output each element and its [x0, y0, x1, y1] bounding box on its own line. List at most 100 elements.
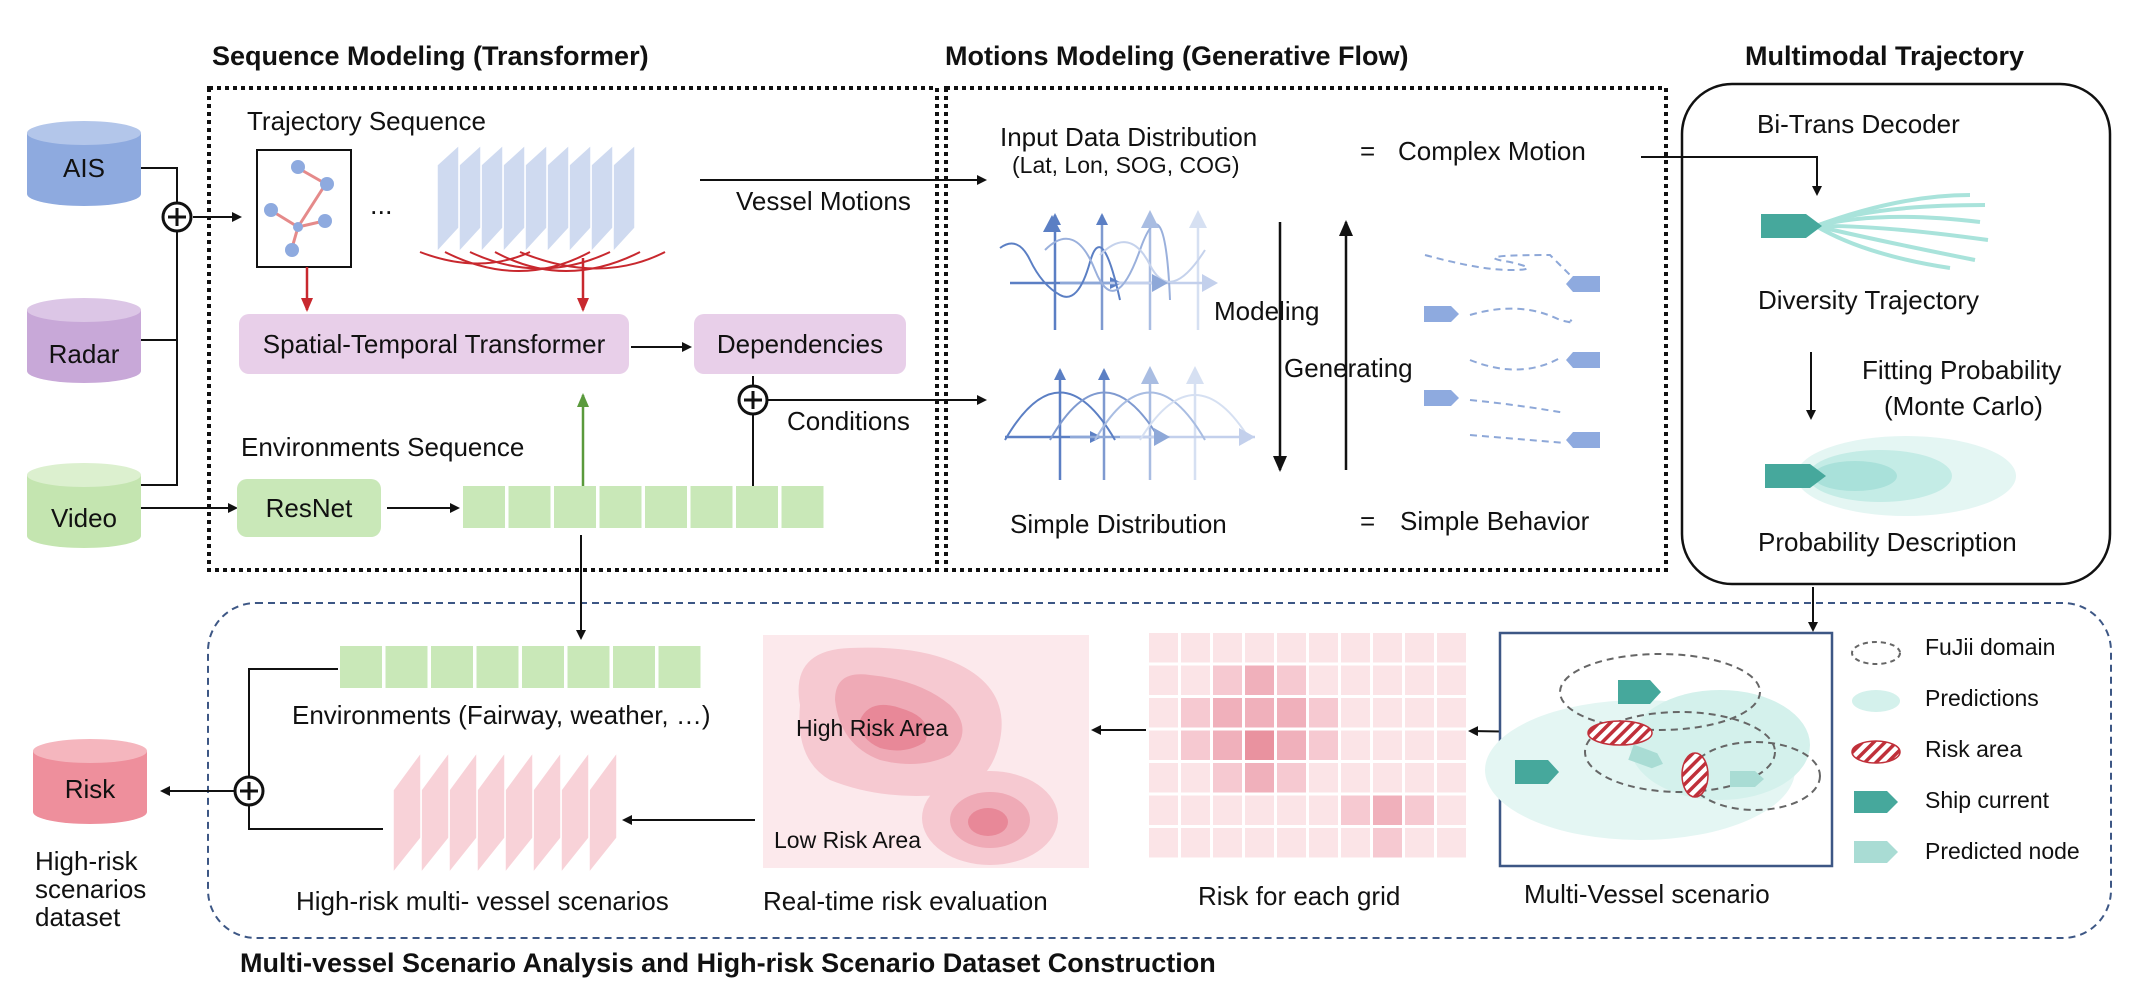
- env-feature-cell: [508, 486, 551, 528]
- risk-grid-cell: [1341, 665, 1370, 695]
- scenario-layer: [448, 749, 478, 876]
- risk-grid-cell: [1405, 763, 1434, 793]
- risk-grid-cell: [1437, 698, 1466, 728]
- env-cell: [476, 646, 519, 688]
- trajectory-layer-stack: [436, 143, 636, 254]
- risk-grid-cell: [1277, 795, 1306, 825]
- risk-grid-cell: [1213, 828, 1242, 858]
- trajectory-sequence-label: Trajectory Sequence: [247, 106, 486, 136]
- risk-grid-cell: [1309, 828, 1338, 858]
- risk-grid-cell: [1149, 633, 1178, 663]
- legend-item-predictions: Predictions: [1852, 685, 2039, 712]
- risk-grid-cell: [1309, 665, 1338, 695]
- fusion-plus-icon: [161, 201, 193, 233]
- risk-grid-cell: [1245, 665, 1274, 695]
- equals-top: =: [1360, 136, 1375, 166]
- scenario-layer: [504, 749, 534, 876]
- generating-label: Generating: [1284, 353, 1413, 383]
- modeling-label: Modeling: [1214, 296, 1320, 326]
- risk-grid-cell: [1437, 665, 1466, 695]
- trajectory-layer: [480, 143, 504, 254]
- risk-grid-cell: [1181, 698, 1210, 728]
- simple-distribution-label: Simple Distribution: [1010, 509, 1227, 539]
- risk-grid: [1149, 633, 1466, 858]
- legend-label-fujii: FuJii domain: [1925, 634, 2055, 660]
- trajectory-layer: [546, 143, 570, 254]
- risk-grid-cell: [1341, 633, 1370, 663]
- scenario-layer: [532, 749, 562, 876]
- risk-heatmap-panel: [763, 635, 1089, 868]
- env-feature-cell: [781, 486, 824, 528]
- section-title-motions: Motions Modeling (Generative Flow): [945, 41, 1409, 71]
- risk-grid-cell: [1373, 763, 1402, 793]
- env-feature-cell: [599, 486, 642, 528]
- legend-label-predictions: Predictions: [1925, 685, 2039, 711]
- section-title-sequence: Sequence Modeling (Transformer): [212, 41, 649, 71]
- risk-grid-cell: [1213, 763, 1242, 793]
- risk-grid-cell: [1181, 730, 1210, 760]
- risk-grid-cell: [1149, 828, 1178, 858]
- risk-grid-cell: [1277, 763, 1306, 793]
- risk-grid-cell: [1245, 763, 1274, 793]
- risk-grid-cell: [1213, 665, 1242, 695]
- risk-grid-cell: [1213, 698, 1242, 728]
- risk-grid-cell: [1341, 828, 1370, 858]
- high-risk-scenarios-label: High-risk multi- vessel scenarios: [296, 886, 669, 916]
- risk-grid-cell: [1437, 763, 1466, 793]
- risk-grid-cell: [1373, 795, 1402, 825]
- risk-grid-cell: [1277, 665, 1306, 695]
- scenario-analysis-panel: [207, 602, 2112, 939]
- combine-connectors: [160, 668, 383, 830]
- high-risk-scenario-layers: [392, 749, 618, 876]
- risk-grid-cell: [1181, 633, 1210, 663]
- environments-sequence-label: Environments Sequence: [241, 432, 524, 462]
- risk-grid-cell: [1245, 698, 1274, 728]
- risk-grid-cell: [1149, 730, 1178, 760]
- section-title-bottom: Multi-vessel Scenario Analysis and High-…: [240, 948, 1216, 978]
- source-connectors: [141, 167, 242, 513]
- risk-grid-cell: [1437, 828, 1466, 858]
- risk-grid-cell: [1309, 763, 1338, 793]
- complex-motion-tracks: [1424, 253, 1575, 444]
- risk-grid-cell: [1373, 665, 1402, 695]
- complex-motion-ship-icons: [1424, 276, 1600, 448]
- risk-grid-cell: [1277, 698, 1306, 728]
- multivessel-label: Multi-Vessel scenario: [1524, 879, 1770, 909]
- risk-grid-cell: [1213, 730, 1242, 760]
- risk-grid-cell: [1309, 730, 1338, 760]
- combine-plus-icon: [233, 775, 265, 807]
- risk-grid-cell: [1181, 795, 1210, 825]
- risk-grid-cell: [1405, 633, 1434, 663]
- legend-label-ship-current: Ship current: [1925, 787, 2050, 813]
- complex-distribution-plot: [999, 210, 1218, 330]
- input-dist-label: Input Data Distribution: [1000, 122, 1257, 152]
- risk-grid-cell: [1245, 828, 1274, 858]
- trajectory-graph-icon: [256, 149, 352, 268]
- risk-grid-cell: [1149, 763, 1178, 793]
- sequence-panel: [207, 86, 939, 572]
- conditions-label: Conditions: [787, 406, 910, 436]
- risk-grid-cell: [1181, 828, 1210, 858]
- trajectory-layer: [590, 143, 614, 254]
- realtime-label: Real-time risk evaluation: [763, 886, 1048, 916]
- complex-motion-label: Complex Motion: [1398, 136, 1586, 166]
- risk-grid-cell: [1149, 665, 1178, 695]
- risk-grid-cell: [1437, 633, 1466, 663]
- simple-distribution-plot: [1004, 366, 1255, 480]
- risk-grid-cell: [1277, 730, 1306, 760]
- environment-cells-bottom: [340, 646, 701, 688]
- fitting-label-line1: Fitting Probability: [1862, 355, 2061, 385]
- equals-bottom: =: [1360, 506, 1375, 536]
- risk-grid-cell: [1309, 633, 1338, 663]
- risk-grid-cell: [1341, 730, 1370, 760]
- decoder-label: Bi-Trans Decoder: [1757, 109, 1960, 139]
- legend-item-fujii-domain: FuJii domain: [1851, 634, 2055, 665]
- risk-dataset-line1: High-risk: [35, 846, 139, 876]
- vessel-motions-label: Vessel Motions: [736, 186, 911, 216]
- trajectory-layer: [502, 143, 526, 254]
- multi-vessel-scenario-box: [1485, 631, 1834, 868]
- env-cell: [522, 646, 564, 688]
- env-cell: [385, 646, 428, 688]
- risk-grid-cell: [1405, 795, 1434, 825]
- trajectory-layer: [612, 143, 636, 254]
